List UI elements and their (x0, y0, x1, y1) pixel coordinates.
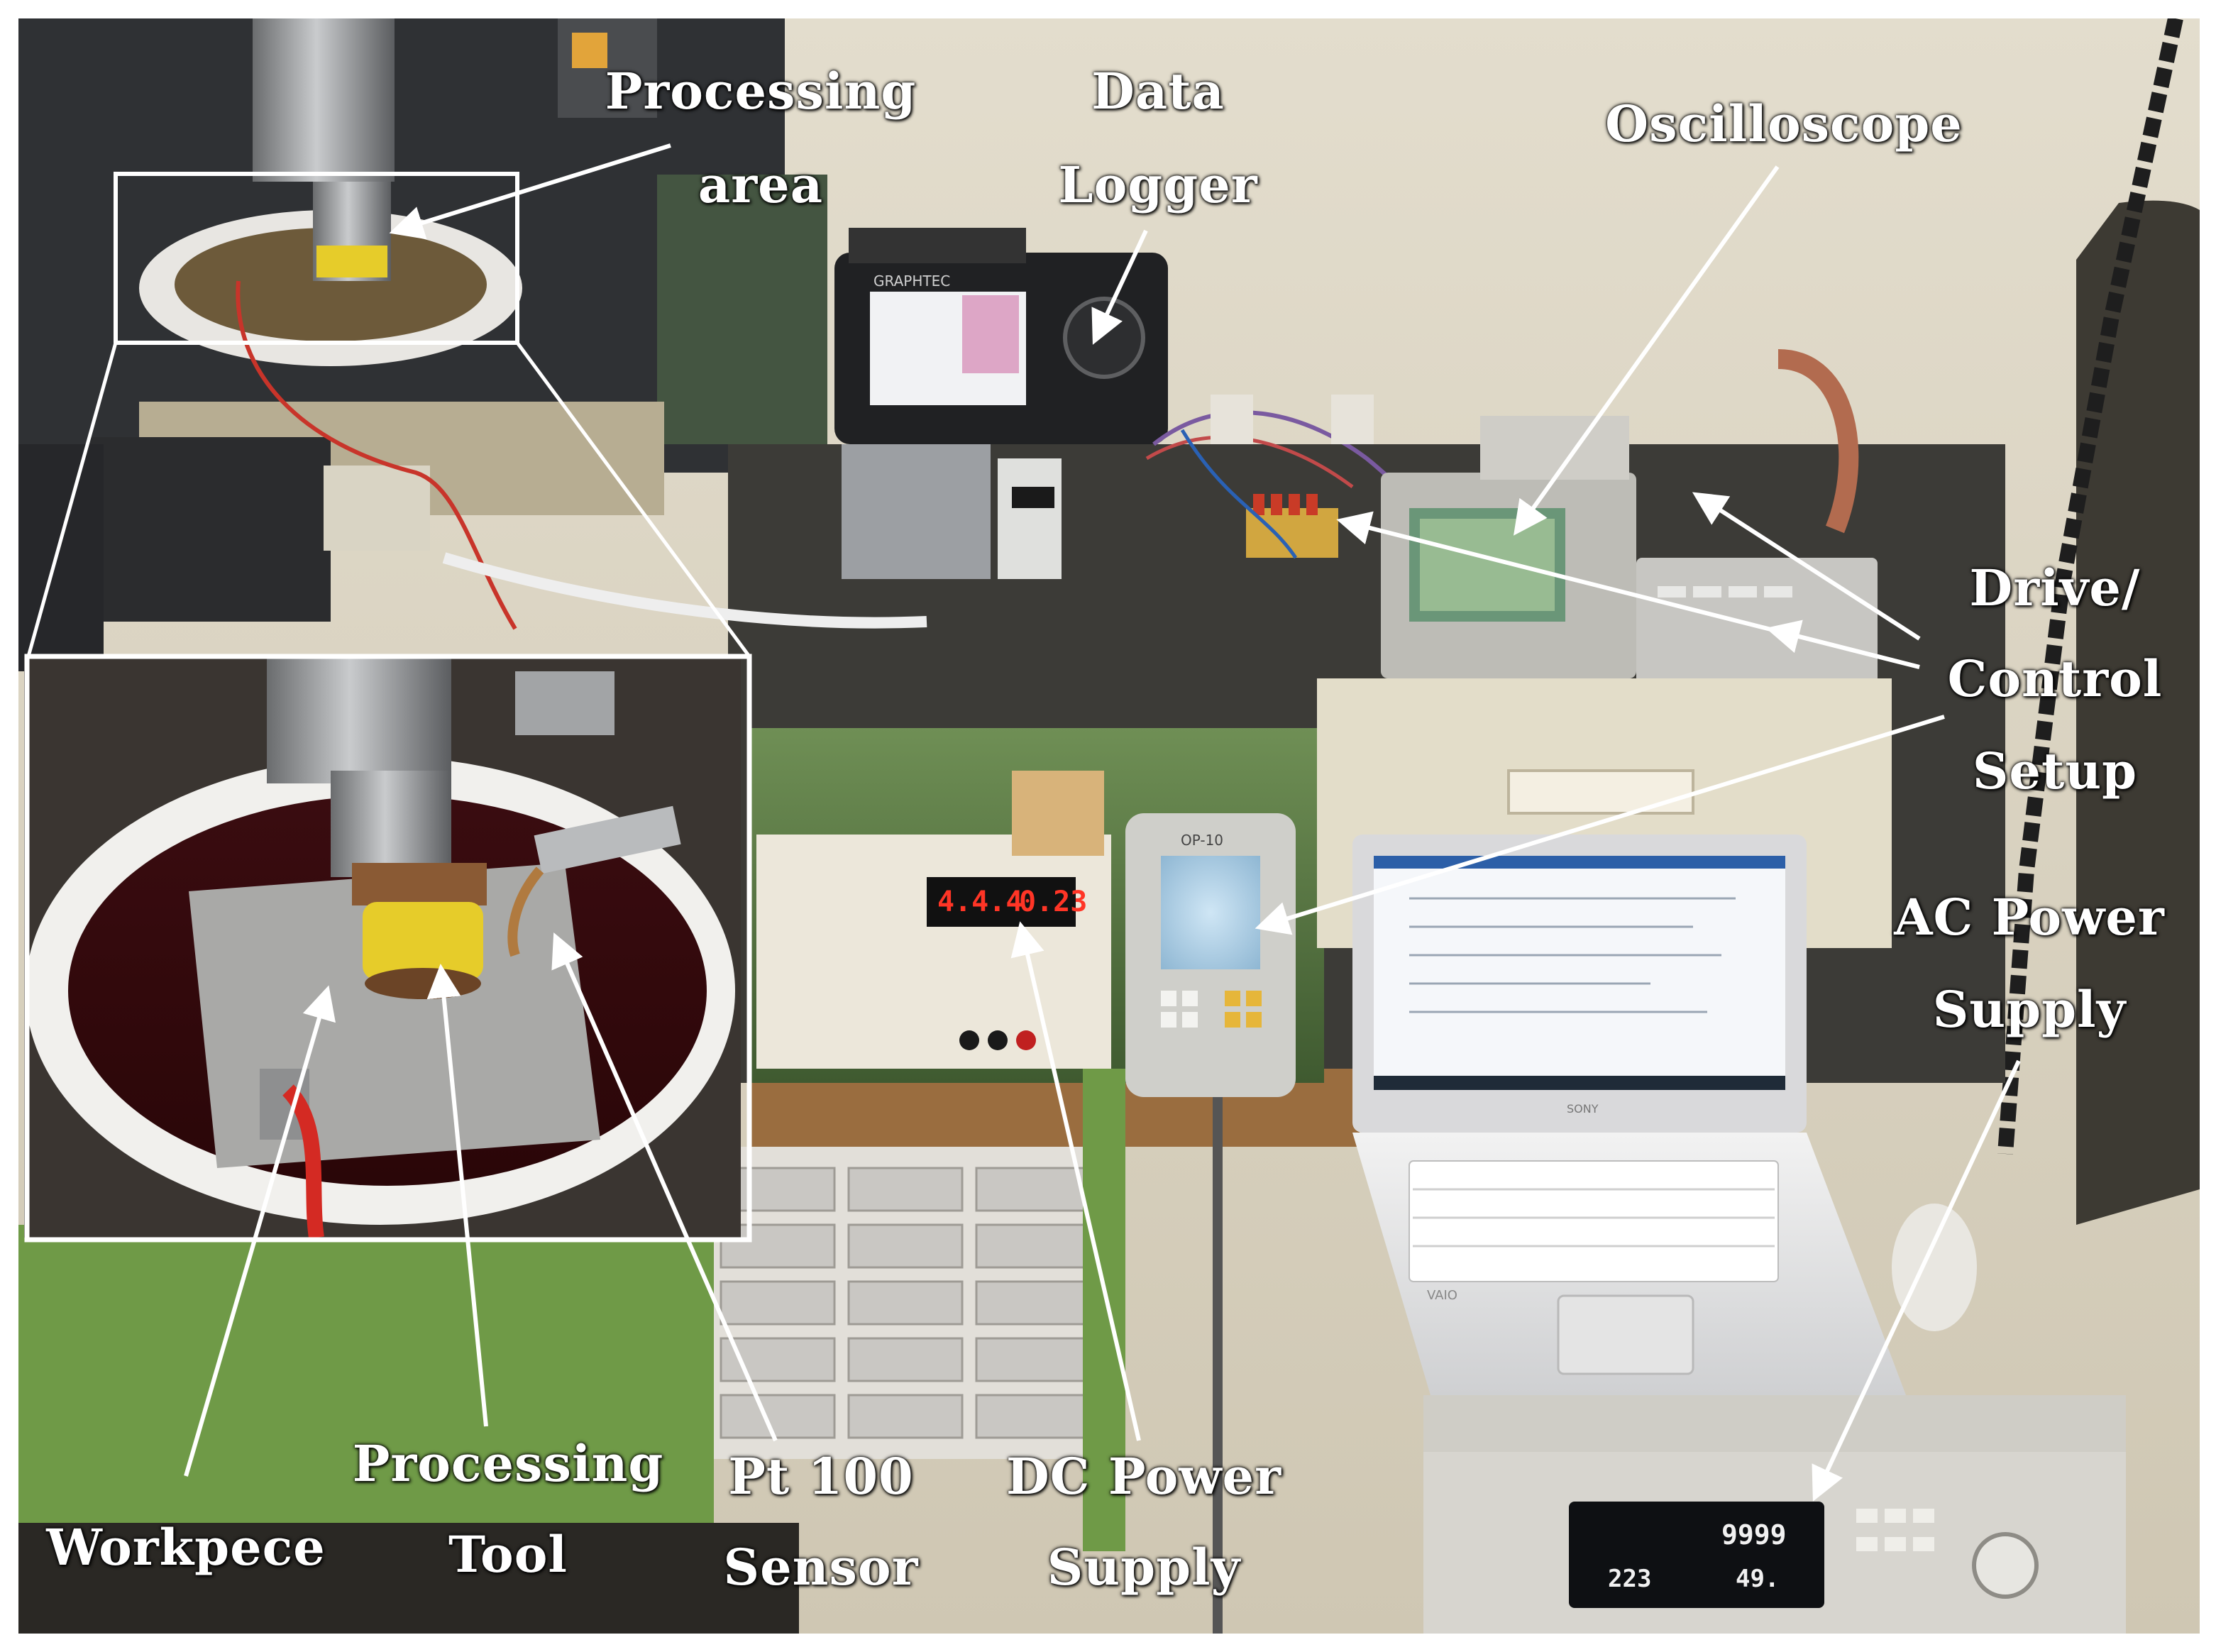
dc-power-supply-body (756, 835, 1111, 1069)
pendant-model-text: OP-10 (1181, 832, 1223, 849)
label-drive-control-line3: Setup (1972, 742, 2138, 800)
label-dc-power-line1: DC Power (1006, 1447, 1281, 1506)
label-oscilloscope: Oscilloscope (1605, 94, 1963, 153)
dark-cabinet (2076, 200, 2200, 1226)
projection-line-right (515, 341, 751, 658)
label-drive-control-line1: Drive/ (1969, 558, 2141, 617)
lab-photograph: GRAPHTEC (18, 18, 2200, 1634)
dc-current-readout: 0.23 (1019, 886, 1087, 918)
ac-readout-top: 9999 (1721, 1519, 1787, 1551)
ac-readout-right: 49. (1736, 1565, 1779, 1593)
inset-sensor-bracket (534, 805, 681, 874)
arrow-workpece (184, 985, 336, 1477)
mouse (1892, 1204, 1977, 1331)
arrow-drive-control-1 (1692, 492, 1921, 641)
label-drive-control-line2: Control (1947, 649, 2163, 708)
arrow-processing-area (389, 143, 671, 240)
logger-brand-text: GRAPHTEC (873, 272, 950, 290)
label-processing-tool-line2: Tool (448, 1525, 568, 1584)
arrow-pt100-sensor (551, 932, 778, 1442)
arrow-data-logger (1091, 229, 1148, 345)
label-pt100-line2: Sensor (723, 1538, 919, 1597)
spindle-motor (253, 18, 395, 182)
label-data-logger-line1: Data (1091, 62, 1225, 121)
arrow-oscilloscope (1514, 165, 1780, 536)
inset-spindle (267, 656, 451, 783)
processing-area-frame (114, 172, 519, 345)
chain (1997, 18, 2183, 1155)
dc-display (927, 877, 1076, 927)
relay-board (1246, 508, 1338, 558)
laptop-logo-text: VAIO (1427, 1288, 1457, 1303)
ac-display (1569, 1502, 1824, 1608)
data-logger-screen (870, 292, 1026, 405)
arrow-dc-power-supply (1010, 921, 1141, 1441)
ac-readout-left: 223 (1608, 1565, 1651, 1593)
label-processing-area-line1: Processing (605, 62, 917, 121)
label-data-logger-line2: Logger (1058, 155, 1258, 214)
inset-tool (363, 902, 483, 980)
laptop-brand-text: SONY (1567, 1102, 1599, 1116)
label-dc-power-line2: Supply (1047, 1538, 1241, 1597)
arrow-ac-power-supply (1812, 1059, 2021, 1502)
laptop-screen (1374, 856, 1785, 1090)
projection-line-left (26, 342, 118, 657)
machine-base (18, 1225, 714, 1523)
inset-zoom (24, 656, 741, 1239)
label-processing-tool-line1: Processing (352, 1434, 664, 1493)
dc-voltage-readout: 4.4.4 (937, 886, 1022, 918)
inset-frame (24, 654, 752, 1243)
arrow-drive-control-3 (1765, 620, 1920, 669)
label-workpece: Workpece (46, 1518, 326, 1577)
photo-illustration: GRAPHTEC (18, 18, 2200, 1634)
label-pt100-line1: Pt 100 (728, 1447, 914, 1506)
arrow-processing-tool (426, 964, 488, 1427)
label-ac-power-line1: AC Power (1894, 888, 2165, 947)
green-plate (657, 175, 827, 444)
arrow-drive-control-4 (1255, 715, 1945, 935)
label-processing-area-line2: area (698, 155, 824, 214)
label-ac-power-line2: Supply (1932, 980, 2127, 1039)
